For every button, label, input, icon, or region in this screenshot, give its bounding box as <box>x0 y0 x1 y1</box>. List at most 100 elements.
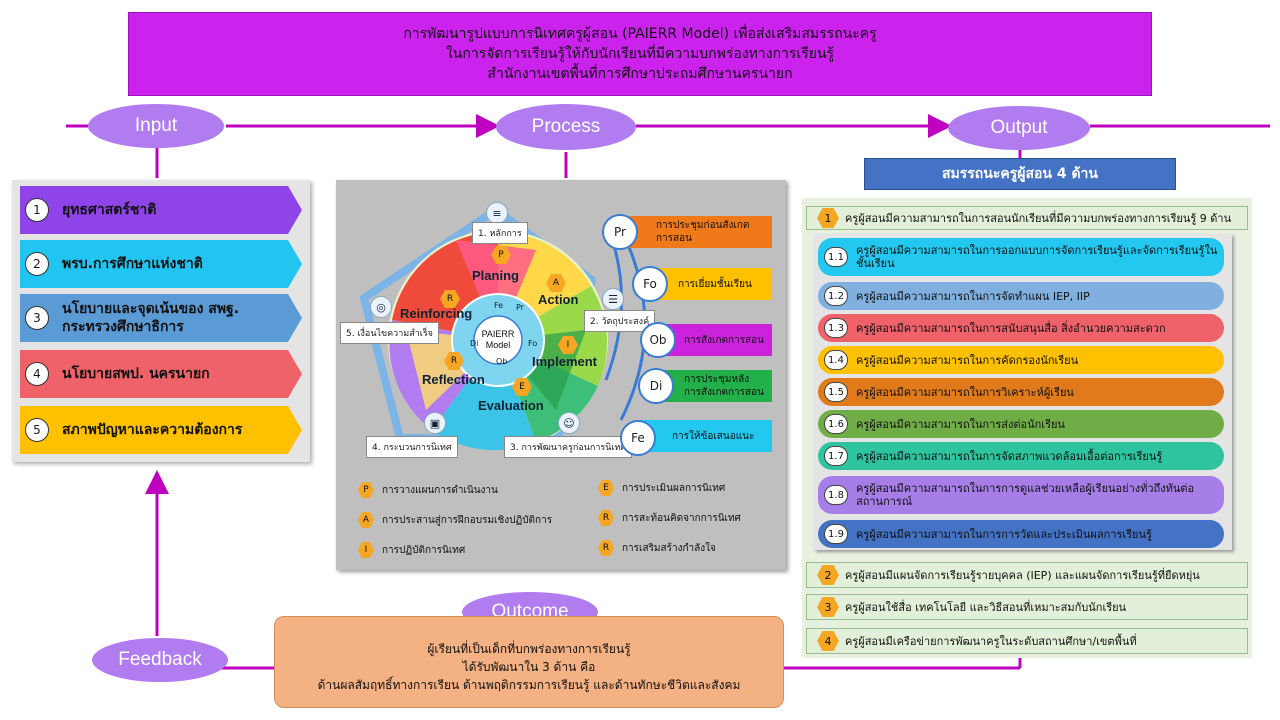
legend-item-2: A การประสานสู่การฝึกอบรมเชิงปฏิบัติการ <box>358 512 552 528</box>
input-item-5: 5 สภาพปัญหาและความต้องการ <box>20 406 302 454</box>
phase-letter-r-reflection: R <box>444 352 464 370</box>
legend-code-5: R <box>598 510 614 526</box>
legend-code-4: E <box>598 480 614 496</box>
step-1: 1. หลักการ <box>472 222 528 244</box>
side-item-di-code: Di <box>638 368 674 404</box>
step-3: 3. การพัฒนาครูก่อนการนิเทศ <box>504 436 633 458</box>
legend-item-6: R การเสริมสร้างกำลังใจ <box>598 540 716 556</box>
step-5: 5. เงื่อนไขความสำเร็จ <box>340 322 439 344</box>
outcome-line-2: ได้รับพัฒนาใน 3 ด้าน คือ <box>462 660 596 674</box>
input-label-4: นโยบายสพป. นครนายก <box>62 366 210 382</box>
target-icon: ◎ <box>370 296 392 318</box>
feedback-oval: Feedback <box>92 638 228 682</box>
output-main-num-2: 2 <box>817 565 839 585</box>
output-main-item-1: 1 ครูผู้สอนมีความสามารถในการสอนนักเรียนท… <box>806 206 1248 230</box>
legend-label-6: การเสริมสร้างกำลังใจ <box>622 542 716 554</box>
output-sub-item-1-9: 1.9 ครูผู้สอนมีความสามารถในการการวัดและป… <box>818 520 1224 548</box>
input-num-1: 1 <box>25 198 49 222</box>
side-item-ob-code: Ob <box>640 322 676 358</box>
input-num-5: 5 <box>25 418 49 442</box>
side-item-pr-label: การประชุมก่อนสังเกตการสอน <box>656 220 750 244</box>
side-item-fo-code: Fo <box>632 266 668 302</box>
output-sub-panel: 1.1 ครูผู้สอนมีความสามารถในการออกแบบการจ… <box>814 234 1232 550</box>
side-item-fe-label: การให้ข้อเสนอแนะ <box>672 430 755 442</box>
phase-planing: Planing <box>472 268 519 283</box>
title-line-2: ในการจัดการเรียนรู้ให้กับนักเรียนที่มีคว… <box>445 46 835 62</box>
input-num-2: 2 <box>25 252 49 276</box>
output-main-label-4: ครูผู้สอนมีเครือข่ายการพัฒนาครูในระดับสถ… <box>845 635 1137 648</box>
legend-label-4: การประเมินผลการนิเทศ <box>622 482 726 494</box>
output-sub-num-1-2: 1.2 <box>824 286 848 306</box>
input-item-4: 4 นโยบายสพป. นครนายก <box>20 350 302 398</box>
output-sub-item-1-1: 1.1 ครูผู้สอนมีความสามารถในการออกแบบการจ… <box>818 238 1224 276</box>
output-sub-label-1-5: ครูผู้สอนมีความสามารถในการวิเคราะห์ผู้เร… <box>856 385 1074 399</box>
output-sub-label-1-3: ครูผู้สอนมีความสามารถในการสนับสนุนสื่อ ส… <box>856 321 1166 335</box>
inner-label-ob: Ob <box>496 357 507 366</box>
legend-label-2: การประสานสู่การฝึกอบรมเชิงปฏิบัติการ <box>382 514 553 526</box>
input-label-3: นโยบายและจุดเน้นของ สพฐ. กระทรวงศึกษาธิก… <box>62 301 240 335</box>
input-panel: 1 ยุทธศาสตร์ชาติ 2 พรบ.การศึกษาแห่งชาติ … <box>12 180 310 462</box>
center-text-1: PAIERR <box>482 329 515 339</box>
legend-code-1: P <box>358 482 374 498</box>
output-main-label-3: ครูผู้สอนใช้สื่อ เทคโนโลยี และวิธีสอนที่… <box>845 601 1127 614</box>
phase-reflection: Reflection <box>422 372 485 387</box>
output-sub-num-1-1: 1.1 <box>824 247 848 267</box>
process-oval: Process <box>496 104 636 150</box>
input-label-1: ยุทธศาสตร์ชาติ <box>62 202 157 218</box>
output-sub-label-1-1: ครูผู้สอนมีความสามารถในการออกแบบการจัดกา… <box>856 244 1218 270</box>
competency-header: สมรรถนะครูผู้สอน 4 ด้าน <box>864 158 1176 190</box>
input-item-2: 2 พรบ.การศึกษาแห่งชาติ <box>20 240 302 288</box>
phase-action: Action <box>538 292 579 307</box>
input-num-4: 4 <box>25 362 49 386</box>
output-sub-item-1-3: 1.3 ครูผู้สอนมีความสามารถในการสนับสนุนสื… <box>818 314 1224 342</box>
legend-item-4: E การประเมินผลการนิเทศ <box>598 480 725 496</box>
phase-letter-e: E <box>512 378 532 396</box>
outcome-box: ผู้เรียนที่เป็นเด็กที่บกพร่องทางการเรียน… <box>274 616 784 708</box>
output-sub-item-1-2: 1.2 ครูผู้สอนมีความสามารถในการจัดทำแผน I… <box>818 282 1224 310</box>
title-banner: การพัฒนารูปแบบการนิเทศครูผู้สอน (PAIERR … <box>128 12 1152 96</box>
legend-item-1: P การวางแผนการดำเนินงาน <box>358 482 498 498</box>
output-main-item-3: 3 ครูผู้สอนใช้สื่อ เทคโนโลยี และวิธีสอนท… <box>806 594 1248 620</box>
side-item-pr: การประชุมก่อนสังเกตการสอน <box>620 216 772 248</box>
output-sub-num-1-4: 1.4 <box>824 350 848 370</box>
phase-letter-i: I <box>558 336 578 354</box>
output-main-label-2: ครูผู้สอนมีแผนจัดการเรียนรู้รายบุคคล (IE… <box>845 569 1200 582</box>
legend-code-3: I <box>358 542 374 558</box>
output-sub-label-1-6: ครูผู้สอนมีความสามารถในการส่งต่อนักเรียน <box>856 417 1065 431</box>
output-sub-item-1-4: 1.4 ครูผู้สอนมีความสามารถในการคัดกรองนัก… <box>818 346 1224 374</box>
output-sub-item-1-7: 1.7 ครูผู้สอนมีความสามารถในการจัดสภาพแวด… <box>818 442 1224 470</box>
legend-item-3: I การปฏิบัติการนิเทศ <box>358 542 465 558</box>
output-sub-num-1-8: 1.8 <box>824 485 848 505</box>
sector-evaluation <box>432 340 536 451</box>
center-text-2: Model <box>486 340 511 350</box>
output-sub-label-1-8: ครูผู้สอนมีความสามารถในการการดูแลช่วยเหล… <box>856 482 1195 508</box>
input-label-5: สภาพปัญหาและความต้องการ <box>62 422 243 438</box>
output-sub-label-1-4: ครูผู้สอนมีความสามารถในการคัดกรองนักเรีย… <box>856 353 1079 367</box>
side-item-ob-label: การสังเกตการสอน <box>684 334 764 346</box>
output-main-item-4: 4 ครูผู้สอนมีเครือข่ายการพัฒนาครูในระดับ… <box>806 628 1248 654</box>
side-item-di-label: การประชุมหลังการสังเกตการสอน <box>684 374 764 398</box>
output-sub-num-1-7: 1.7 <box>824 446 848 466</box>
phase-evaluation: Evaluation <box>478 398 544 413</box>
input-num-3: 3 <box>25 306 49 330</box>
center-circle <box>473 315 523 365</box>
output-sub-num-1-5: 1.5 <box>824 382 848 402</box>
input-item-3: 3 นโยบายและจุดเน้นของ สพฐ. กระทรวงศึกษาธ… <box>20 294 302 342</box>
phase-reinforcing: Reinforcing <box>400 306 473 321</box>
legend-code-2: A <box>358 512 374 528</box>
output-main-num-4: 4 <box>817 631 839 651</box>
title-line-1: การพัฒนารูปแบบการนิเทศครูผู้สอน (PAIERR … <box>403 26 877 42</box>
team-icon: ☰ <box>602 288 624 310</box>
phase-letter-p: P <box>491 246 511 264</box>
output-sub-label-1-9: ครูผู้สอนมีความสามารถในการการวัดและประเม… <box>856 527 1152 541</box>
outcome-line-3: ด้านผลสัมฤทธิ์ทางการเรียน ด้านพฤติกรรมกา… <box>317 678 741 692</box>
people-icon: ☺ <box>558 412 580 434</box>
legend-item-5: R การสะท้อนคิดจากการนิเทศ <box>598 510 741 526</box>
output-main-item-2: 2 ครูผู้สอนมีแผนจัดการเรียนรู้รายบุคคล (… <box>806 562 1248 588</box>
output-sub-label-1-2: ครูผู้สอนมีความสามารถในการจัดทำแผน IEP, … <box>856 289 1090 303</box>
phase-letter-r-reinforcing: R <box>440 290 460 308</box>
stack-icon: ≡ <box>486 202 508 224</box>
phase-implement: Implement <box>532 354 598 369</box>
inner-label-fe: Fe <box>494 301 503 310</box>
legend-label-5: การสะท้อนคิดจากการนิเทศ <box>622 512 741 524</box>
